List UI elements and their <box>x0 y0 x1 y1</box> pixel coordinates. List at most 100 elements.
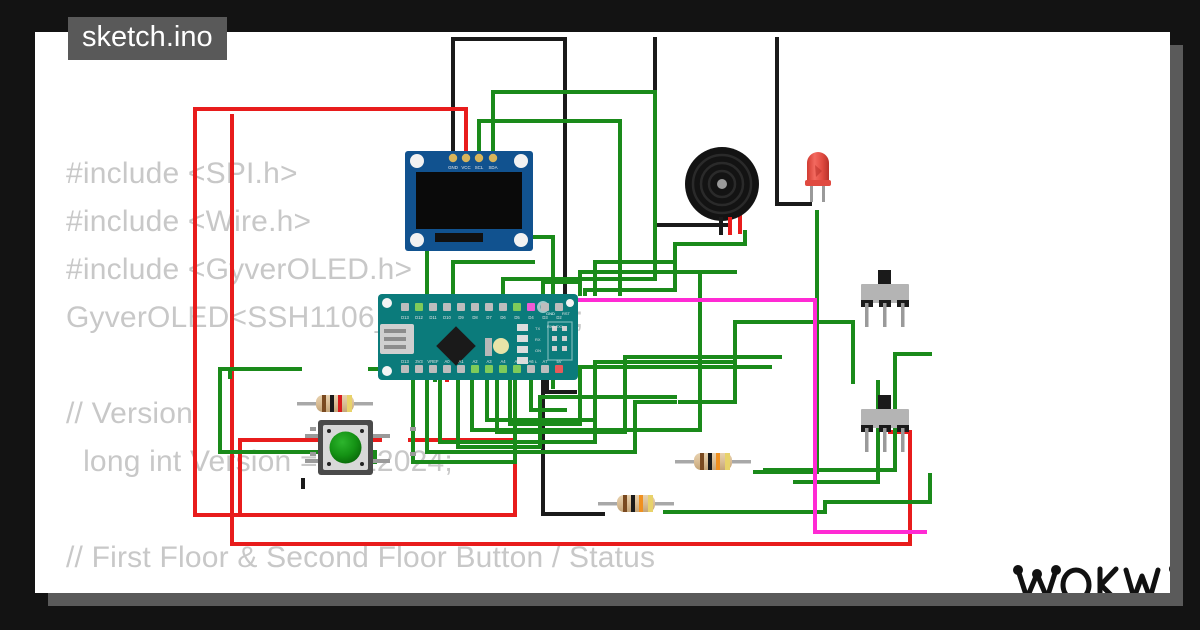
nano-pin-5v[interactable] <box>555 365 563 373</box>
svg-text:3V3: 3V3 <box>415 359 423 364</box>
resistor-3-band-orange <box>639 495 643 512</box>
nano-led-label-on: ON <box>535 348 541 353</box>
nano-pin-d7[interactable] <box>485 303 493 311</box>
oled-pin-scl[interactable] <box>474 153 484 163</box>
led-flange <box>805 180 831 186</box>
nano-icsp-header[interactable] <box>547 321 573 361</box>
led-bulb <box>807 152 829 182</box>
nano-pin-a1[interactable] <box>457 365 465 373</box>
nano-pin-a0[interactable] <box>443 365 451 373</box>
oled-pin-gnd[interactable] <box>448 153 458 163</box>
nano-pin-d8[interactable] <box>471 303 479 311</box>
nano-pin-d12[interactable] <box>415 303 423 311</box>
nano-pins-top[interactable] <box>401 303 563 311</box>
oled-mount-hole-tl <box>410 154 424 168</box>
nano-pin-a7[interactable] <box>541 365 549 373</box>
nano-pin-d10[interactable] <box>443 303 451 311</box>
resistor-1-band-black <box>330 395 334 412</box>
nano-label-gnd-top: GND <box>546 311 555 316</box>
nano-pin-d5[interactable] <box>513 303 521 311</box>
nano-pin-d9[interactable] <box>457 303 465 311</box>
nano-pin-a6[interactable] <box>527 365 535 373</box>
arduino-nano[interactable]: TX RX ON L <box>378 294 578 380</box>
resistor-2-band-gold <box>725 453 730 470</box>
buzzer-pin-positive[interactable] <box>728 217 732 235</box>
nano-pin-a4[interactable] <box>499 365 507 373</box>
pushbutton-screw-tl <box>327 429 331 433</box>
resistor-2-band-brown <box>700 453 704 470</box>
svg-text:D11: D11 <box>429 315 437 320</box>
oled-pin-label-vcc: VCC <box>461 165 470 170</box>
pushbutton-pin-tr[interactable] <box>410 427 416 431</box>
wire-black-led-cathode <box>775 37 812 206</box>
slide-switch-1-pin-1[interactable] <box>865 303 869 327</box>
resistor-1-band-gold <box>347 395 352 412</box>
nano-label-rx0-tx1: RX0 TX1 <box>547 324 564 329</box>
svg-text:A3: A3 <box>486 359 492 364</box>
oled-pin-sda[interactable] <box>488 153 498 163</box>
nano-pin-vref[interactable] <box>429 365 437 373</box>
led-red[interactable] <box>805 152 831 202</box>
wokwi-logo-svg <box>1013 565 1170 593</box>
nano-mount-hole-tr <box>566 299 574 307</box>
svg-text:VREF: VREF <box>427 359 439 364</box>
buzzer[interactable] <box>685 147 759 235</box>
resistor-3[interactable] <box>598 495 674 512</box>
wire-green-bundle-5 <box>593 244 677 296</box>
nano-pins-bottom[interactable] <box>401 365 563 373</box>
pushbutton-lead-left-top <box>305 434 325 438</box>
slide-switch-2-pin-2[interactable] <box>883 428 887 452</box>
svg-text:A2: A2 <box>472 359 478 364</box>
nano-pin-d13[interactable] <box>401 303 409 311</box>
led-pin-anode[interactable] <box>822 186 825 202</box>
nano-pin-d13b[interactable] <box>401 365 409 373</box>
buzzer-pin-negative[interactable] <box>719 217 723 235</box>
slide-switch-2[interactable] <box>861 395 909 452</box>
wire-green-sw2-a <box>663 473 932 514</box>
pushbutton-pin-br[interactable] <box>410 452 416 456</box>
oled-mount-hole-tr <box>514 154 528 168</box>
wokwi-logo <box>1010 556 1170 593</box>
resistor-2-band-orange <box>716 453 720 470</box>
pushbutton-green[interactable] <box>305 420 416 475</box>
slide-switch-2-pin-1[interactable] <box>865 428 869 452</box>
nano-pin-d2[interactable] <box>555 303 563 311</box>
nano-usb-slot-3 <box>384 345 406 349</box>
nano-pin-d4[interactable] <box>527 303 535 311</box>
wire-green-bundle <box>456 244 782 449</box>
file-tab-sketch-ino[interactable]: sketch.ino <box>68 17 227 60</box>
slide-switch-1-knob[interactable] <box>878 270 891 285</box>
nano-pin-a2[interactable] <box>471 365 479 373</box>
oled-pin-label-scl: SCL <box>475 165 484 170</box>
nano-pin-3v3[interactable] <box>415 365 423 373</box>
oled-display[interactable]: GND VCC SCL SDA <box>405 151 533 251</box>
nano-pin-d3[interactable] <box>541 303 549 311</box>
resistor-2[interactable] <box>675 453 751 470</box>
svg-text:D13: D13 <box>401 315 409 320</box>
diagram-canvas[interactable]: #include <SPI.h> #include <Wire.h> #incl… <box>35 32 1170 593</box>
buzzer-ring-1 <box>691 153 753 215</box>
led-pin-cathode[interactable] <box>810 186 813 202</box>
pushbutton-pin-tl[interactable] <box>310 427 316 431</box>
pushbutton-lead-right-bottom <box>370 459 390 463</box>
wire-green-bundle-4 <box>578 270 737 296</box>
nano-pin-d6[interactable] <box>499 303 507 311</box>
slide-switch-2-knob[interactable] <box>878 395 891 410</box>
slide-switch-2-pin-3[interactable] <box>901 428 905 452</box>
wire-green-sw1-a <box>678 320 855 404</box>
slide-switch-1-pin-3[interactable] <box>901 303 905 327</box>
circuit-diagram[interactable]: GND VCC SCL SDA <box>35 32 1170 593</box>
svg-text:A1: A1 <box>458 359 464 364</box>
nano-pin-a5[interactable] <box>513 365 521 373</box>
pushbutton-pin-bl[interactable] <box>310 452 316 456</box>
oled-pin-vcc[interactable] <box>461 153 471 163</box>
pushbutton-cap[interactable] <box>329 431 362 464</box>
oled-mount-hole-br <box>514 233 528 247</box>
resistor-1[interactable] <box>297 395 373 412</box>
nano-led-on <box>517 346 528 353</box>
slide-switch-1-pin-2[interactable] <box>883 303 887 327</box>
slide-switch-1[interactable] <box>861 270 909 327</box>
nano-pin-d11[interactable] <box>429 303 437 311</box>
nano-pin-a3[interactable] <box>485 365 493 373</box>
